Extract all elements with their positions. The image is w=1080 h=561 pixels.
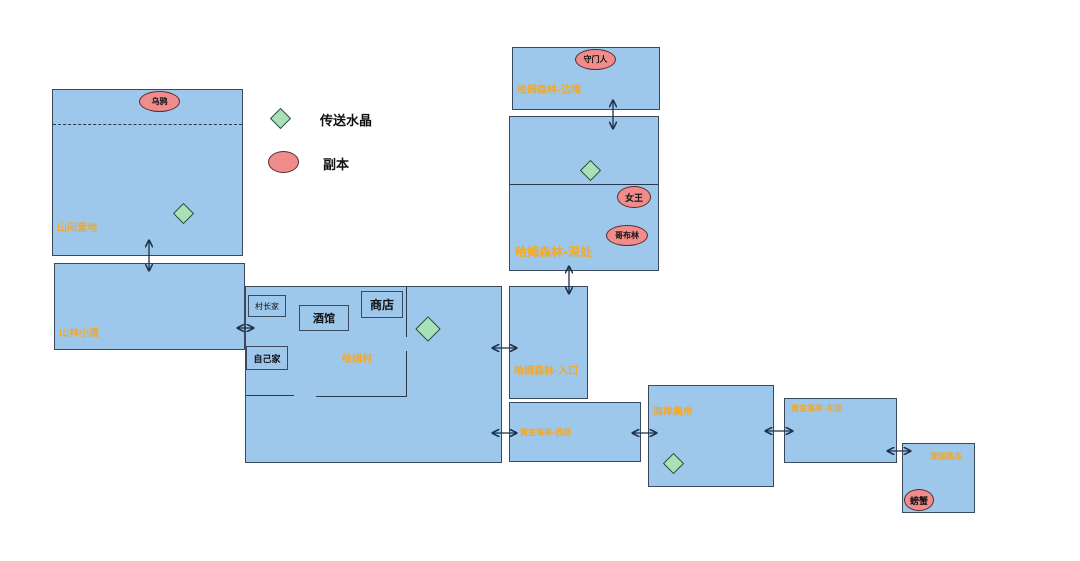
dungeon-crab[interactable]: 螃蟹: [904, 489, 934, 511]
legend-dungeon-label: 副本: [323, 158, 350, 173]
area-mountain-path[interactable]: 山林小道: [54, 263, 245, 350]
area-label: 哈姆村: [342, 354, 372, 365]
building-tavern[interactable]: 酒馆: [299, 305, 349, 331]
legend-crystal-icon: [269, 107, 292, 130]
crystal-icon[interactable]: [415, 316, 441, 342]
legend-crystal-label: 传送水晶: [320, 114, 373, 129]
area-mountain-camp[interactable]: 乌鸦 山间营地: [52, 89, 243, 256]
area-label: 哈姆森林-入口: [514, 366, 579, 377]
crystal-icon[interactable]: [579, 159, 602, 182]
area-coast-west[interactable]: 黄金海岸-西部: [509, 402, 641, 462]
area-island[interactable]: 珊瑚礁岛 螃蟹: [902, 443, 975, 513]
dungeon-queen[interactable]: 女王: [617, 186, 651, 208]
building-shop[interactable]: 商店: [361, 291, 403, 318]
dungeon-crow[interactable]: 乌鸦: [139, 91, 180, 112]
area-forest-entrance[interactable]: 哈姆森林-入口: [509, 286, 588, 399]
area-label: 海岸集市: [653, 407, 693, 418]
area-forest-gate[interactable]: 守门人 哈姆森林-边境: [512, 47, 660, 110]
area-coast-east[interactable]: 黄金海岸-东部: [784, 398, 897, 463]
area-village[interactable]: 村长家 酒馆 商店 自己家 哈姆村: [245, 286, 502, 463]
area-forest-deep[interactable]: 女王 哥布林 哈姆森林-深处: [509, 116, 659, 271]
zone-divider: [510, 184, 658, 185]
wall: [406, 287, 407, 337]
wall: [406, 351, 407, 397]
area-label: 山间营地: [57, 223, 97, 234]
dashed-boundary: [53, 124, 242, 125]
building-own-house[interactable]: 自己家: [246, 346, 288, 370]
area-label: 山林小道: [59, 328, 99, 339]
area-label: 珊瑚礁岛: [930, 452, 962, 461]
wall: [316, 396, 407, 397]
crystal-icon[interactable]: [662, 452, 685, 475]
area-coast-market[interactable]: 海岸集市: [648, 385, 774, 487]
crystal-icon[interactable]: [172, 202, 195, 225]
area-label: 哈姆森林-深处: [515, 245, 592, 259]
dungeon-goblin[interactable]: 哥布林: [606, 225, 648, 246]
area-label: 黄金海岸-东部: [791, 404, 843, 413]
building-chief-house[interactable]: 村长家: [248, 295, 286, 317]
area-label: 哈姆森林-边境: [517, 85, 582, 96]
wall: [246, 395, 294, 396]
area-label: 黄金海岸-西部: [520, 428, 572, 437]
dungeon-gatekeeper[interactable]: 守门人: [575, 49, 616, 70]
legend-dungeon-icon: [268, 151, 299, 173]
